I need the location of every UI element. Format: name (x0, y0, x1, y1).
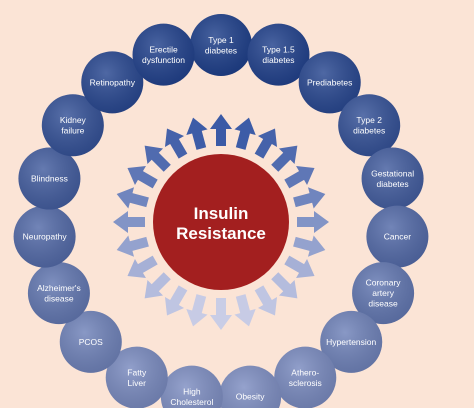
condition-label: Type 1 (208, 35, 234, 45)
condition-label: Prediabetes (307, 77, 352, 87)
arrow (144, 272, 171, 299)
arrow (127, 165, 158, 189)
condition-label: High (183, 386, 201, 396)
center-title-line1: Insulin (194, 204, 249, 223)
condition-label: Type 1.5 (262, 44, 295, 54)
arrow (293, 235, 326, 257)
condition-label: Retinopathy (90, 77, 136, 87)
arrow (116, 235, 149, 257)
arrow (297, 211, 329, 233)
condition-bubble: Prediabetes (298, 51, 361, 114)
condition-bubble: Hypertension (320, 310, 383, 373)
center-title-line2: Resistance (176, 224, 266, 243)
condition-bubble: PCOS (59, 310, 122, 373)
condition-bubble: Retinopathy (81, 51, 144, 114)
condition-label: PCOS (79, 337, 103, 347)
condition-label: disease (368, 299, 398, 309)
condition-bubble: Obesity (219, 365, 282, 408)
arrow (186, 117, 208, 150)
center-hub: Insulin Resistance (153, 154, 289, 290)
condition-label: Coronary (366, 278, 402, 288)
condition-bubble: Cancer (366, 205, 429, 268)
arrow (164, 285, 188, 316)
condition-label: dysfunction (142, 55, 185, 65)
arrow (127, 255, 158, 279)
arrow (254, 128, 278, 159)
condition-label: disease (44, 293, 74, 303)
condition-label: Liver (128, 378, 147, 388)
condition-label: Erectile (149, 44, 178, 54)
condition-label: sclerosis (289, 378, 322, 388)
condition-label: Gestational (371, 168, 414, 178)
condition-bubble: Neuropathy (13, 205, 76, 268)
condition-label: Obesity (236, 392, 266, 402)
condition-label: Fatty (127, 367, 147, 377)
center-circle (153, 154, 289, 290)
condition-label: Kidney (60, 115, 87, 125)
arrow (116, 187, 149, 209)
condition-label: Neuropathy (23, 232, 68, 242)
arrow (113, 211, 145, 233)
arrow (234, 117, 256, 150)
arrow (210, 114, 232, 146)
arrow (284, 165, 315, 189)
condition-label: Cancer (384, 232, 412, 242)
arrow (271, 145, 298, 172)
condition-label: Type 2 (356, 115, 382, 125)
condition-label: diabetes (353, 125, 385, 135)
arrow (293, 187, 326, 209)
arrow (271, 272, 298, 299)
condition-label: diabetes (377, 179, 409, 189)
condition-label: Cholesterol (170, 397, 213, 407)
arrow (284, 255, 315, 279)
arrow (164, 128, 188, 159)
arrow (144, 145, 171, 172)
condition-label: artery (372, 288, 394, 298)
condition-label: diabetes (262, 55, 294, 65)
arrow-ring (113, 114, 329, 330)
arrow (186, 294, 208, 327)
arrow (210, 298, 232, 330)
condition-label: diabetes (205, 45, 237, 55)
condition-bubble: Blindness (18, 147, 81, 210)
condition-label: Alzheimer's (37, 283, 81, 293)
condition-label: failure (61, 125, 84, 135)
arrow (234, 294, 256, 327)
condition-label: Blindness (31, 174, 68, 184)
arrow (254, 285, 278, 316)
condition-label: Athero- (291, 367, 319, 377)
condition-label: Hypertension (326, 337, 376, 347)
condition-bubble: Athero-sclerosis (274, 346, 337, 408)
